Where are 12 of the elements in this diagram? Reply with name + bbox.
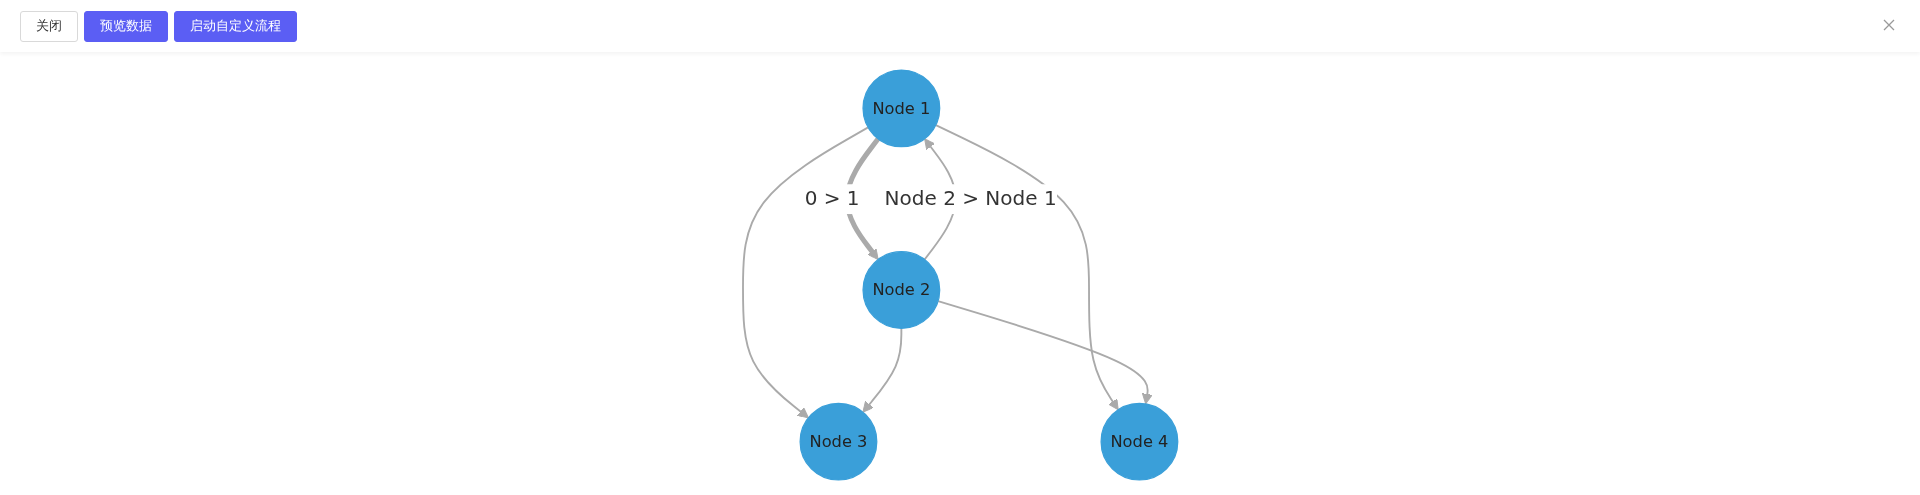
node-circle: Node 2 [862,251,940,329]
arrow [934,124,1119,411]
node-circle: Node 4 [1100,402,1178,481]
arrow [741,126,869,419]
node-circle: Node 3 [799,402,878,481]
start-button: 启动自定义流程 [174,10,297,42]
preview-button: 预览数据 [84,10,168,42]
edge-label: 0 > 1 [804,186,860,211]
node-circle: Node 1 [862,69,940,148]
arrow [862,327,902,413]
close-button: 关闭 [20,10,78,42]
edge-label: Node 2 > Node 1 [884,186,1057,211]
